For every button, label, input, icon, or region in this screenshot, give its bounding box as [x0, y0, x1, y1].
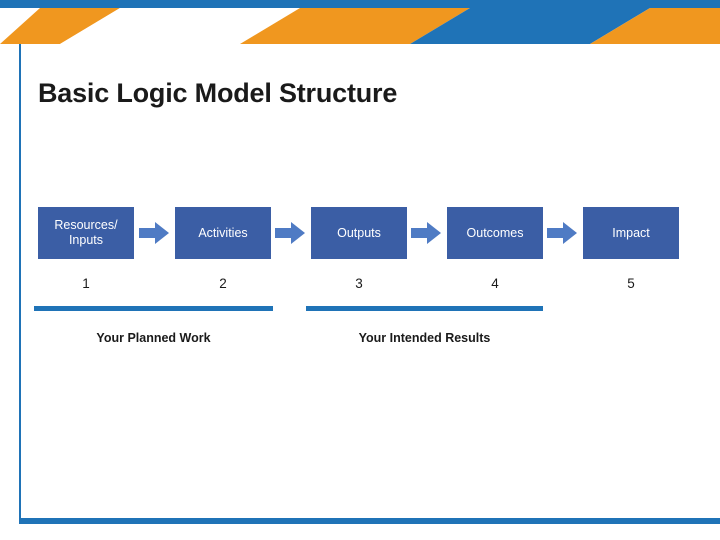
top-decorative-band [0, 0, 720, 44]
left-vertical-rule [19, 44, 21, 518]
stage-box-impact[interactable]: Impact [583, 207, 679, 259]
stage-label-line1: Impact [612, 225, 650, 240]
arrow-right-icon-2 [275, 222, 305, 244]
page-title: Basic Logic Model Structure [38, 78, 398, 108]
stage-number-5: 5 [627, 276, 635, 291]
stage-number-2: 2 [219, 276, 227, 291]
stage-label-line2: Inputs [68, 233, 104, 247]
stage-box-activities[interactable]: Activities [175, 207, 271, 259]
bottom-bar [19, 518, 720, 524]
stage-label-line1: Activities [198, 225, 248, 240]
group-caption-planned-work: Your Planned Work [96, 331, 211, 345]
stage-number-3: 3 [355, 276, 363, 291]
stage-number-4: 4 [491, 276, 499, 291]
arrow-right-icon-3 [411, 222, 441, 244]
arrow-right-icon-4 [547, 222, 577, 244]
group-underline-planned-work [34, 306, 273, 311]
stage-number-1: 1 [82, 276, 90, 291]
stage-box-outputs[interactable]: Outputs [311, 207, 407, 259]
arrow-right-icon-1 [139, 222, 169, 244]
stage-box-resources-inputs[interactable]: Resources/ Inputs [38, 207, 134, 259]
stage-label-line1: Outcomes [466, 225, 524, 240]
group-underline-intended-results [306, 306, 543, 311]
stage-box-outcomes[interactable]: Outcomes [447, 207, 543, 259]
stage-label-line1: Outputs [337, 225, 381, 240]
bottom-band [0, 518, 720, 540]
stage-label-line1: Resources/ [54, 218, 118, 232]
group-caption-intended-results: Your Intended Results [358, 331, 491, 345]
